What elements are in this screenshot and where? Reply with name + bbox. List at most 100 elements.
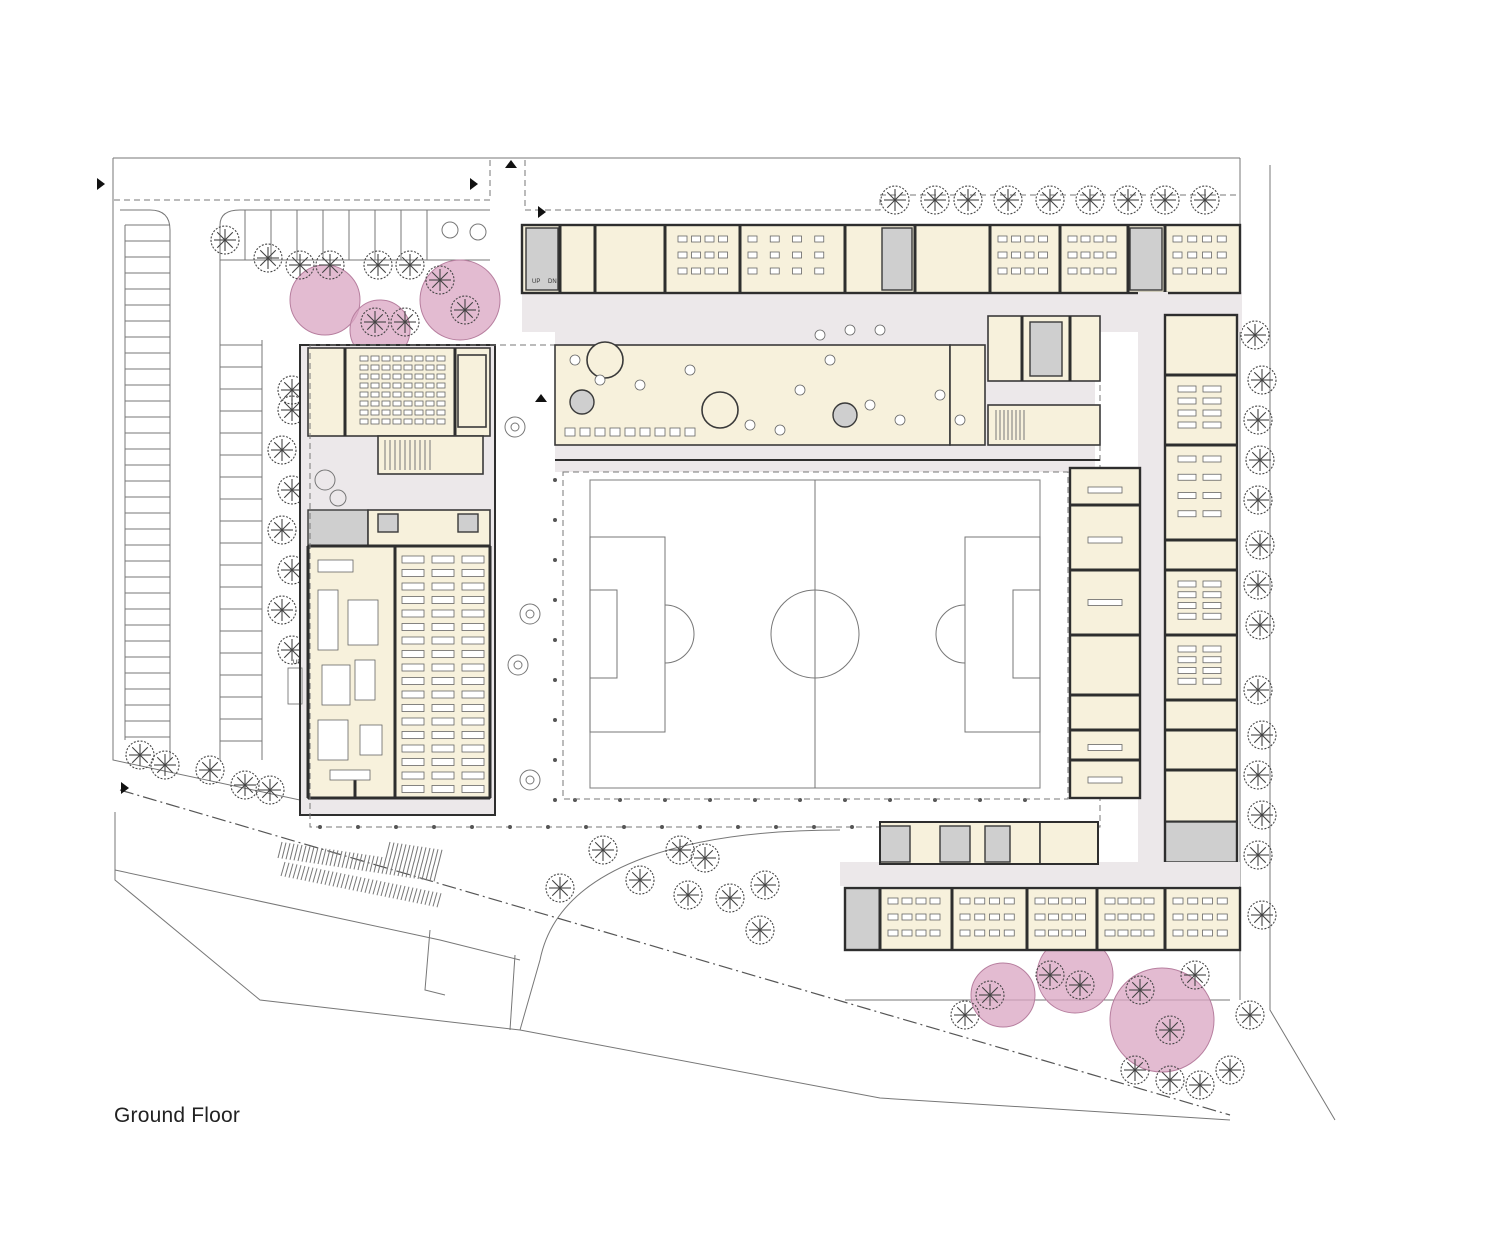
tree-icon (195, 755, 225, 785)
dining-table (431, 717, 455, 726)
round-table (934, 389, 946, 401)
desk (1202, 267, 1212, 275)
desk (1106, 235, 1117, 243)
desk (1177, 667, 1197, 674)
bike-rack (381, 857, 387, 874)
auditorium-seat (370, 409, 380, 416)
desk (1130, 897, 1142, 905)
tree-icon (1245, 530, 1275, 560)
tree-icon (745, 915, 775, 945)
library-table (669, 427, 681, 437)
bike-rack (293, 844, 299, 861)
bike-rack (384, 882, 390, 897)
desk (1087, 599, 1123, 606)
dining-table (431, 744, 455, 753)
desk (1202, 235, 1212, 243)
auditorium-seat (425, 364, 435, 371)
desk (1093, 267, 1104, 275)
library-table (609, 427, 621, 437)
desk (915, 897, 927, 905)
dining-table (461, 569, 485, 577)
desk (974, 897, 986, 905)
desk (1172, 251, 1183, 259)
desk (704, 235, 715, 243)
tree-icon (425, 265, 455, 295)
desk (1080, 267, 1091, 275)
library-table (624, 427, 636, 437)
tree-icon (673, 880, 703, 910)
library-table (579, 427, 591, 437)
kitchen-counter (347, 599, 379, 646)
bike-rack (401, 844, 407, 861)
dining-table (461, 690, 485, 699)
desk (1034, 897, 1046, 905)
column (553, 478, 557, 482)
auditorium-seat (359, 382, 369, 389)
auditorium-seat (414, 355, 424, 362)
bike-rack (425, 864, 431, 881)
auditorium-seat (392, 355, 402, 362)
desk (1067, 251, 1078, 259)
auditorium-seat (392, 400, 402, 407)
tree-icon (1215, 1055, 1245, 1085)
drawing-title: Ground Floor (114, 1104, 241, 1127)
auditorium-seat (370, 355, 380, 362)
desk (1038, 235, 1048, 243)
bike-rack (352, 876, 358, 891)
bike-rack (304, 866, 310, 881)
dining-table (461, 744, 485, 753)
auditorium-seat (370, 418, 380, 425)
bike-rack (313, 847, 319, 864)
auditorium-seat (425, 382, 435, 389)
bike-rack (412, 888, 418, 903)
column (553, 518, 557, 522)
bike-rack (417, 846, 423, 863)
desk (929, 913, 941, 921)
dining-table (431, 555, 455, 564)
desk (814, 267, 825, 275)
kitchen-counter (317, 589, 339, 651)
tree-icon (210, 225, 240, 255)
desk (1202, 397, 1222, 405)
desk (718, 267, 728, 275)
kitchen-counter (317, 719, 349, 761)
bike-rack (413, 862, 419, 879)
desk (1202, 580, 1222, 588)
dining-table (431, 582, 455, 591)
bike-rack (277, 841, 283, 859)
bike-rack (380, 881, 386, 897)
auditorium-seat (403, 400, 413, 407)
dining-table (401, 704, 425, 712)
tree-icon (625, 865, 655, 895)
bike-rack (432, 892, 438, 907)
desk (1024, 251, 1035, 259)
bike-rack (389, 858, 395, 875)
auditorium-seat (370, 364, 380, 371)
auditorium-seat (414, 409, 424, 416)
tree-icon (450, 295, 480, 325)
round-table (744, 419, 756, 431)
desk (1216, 929, 1228, 937)
bike-rack (305, 846, 311, 863)
parking-lot (120, 209, 490, 760)
desk (1216, 251, 1227, 259)
dining-table (431, 677, 455, 685)
kitchen-counter (329, 769, 371, 781)
bike-rack (389, 842, 395, 859)
desk (691, 235, 701, 243)
desk (1177, 473, 1197, 481)
dining-table (461, 663, 485, 672)
desk (1003, 929, 1015, 937)
desk (1104, 913, 1116, 921)
stair-up-label: UP (293, 660, 301, 666)
bike-rack (356, 877, 362, 892)
desk (1202, 645, 1222, 653)
entrance-arrow-icon (97, 160, 547, 794)
dining-table (461, 596, 485, 604)
auditorium-seat (425, 391, 435, 398)
tree-icon (953, 185, 983, 215)
desk (718, 235, 728, 243)
bike-rack (345, 852, 351, 869)
bike-rack (413, 846, 419, 863)
bike-rack (320, 869, 326, 885)
